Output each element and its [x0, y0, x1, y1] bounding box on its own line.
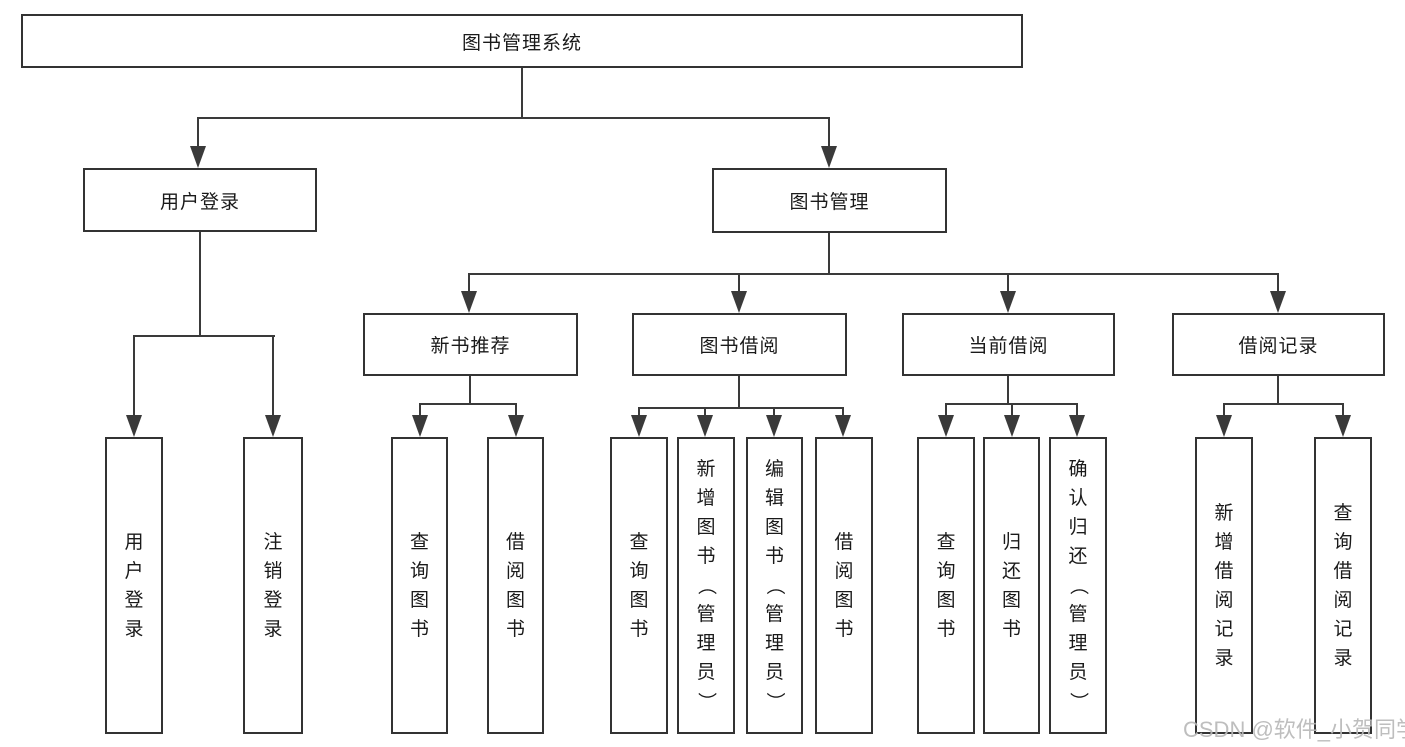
arrow-connector	[1069, 403, 1085, 437]
connector-line	[828, 233, 830, 273]
arrow-connector	[697, 407, 713, 437]
connector-line	[1007, 376, 1009, 403]
arrow-connector	[1335, 403, 1351, 437]
node-current-borrow: 当前借阅	[902, 313, 1115, 376]
node-book-borrow: 图书借阅	[632, 313, 847, 376]
arrow-connector	[766, 407, 782, 437]
node-new-book-recommend: 新书推荐	[363, 313, 578, 376]
arrow-connector	[1270, 273, 1286, 313]
node-borrow-records: 借阅记录	[1172, 313, 1385, 376]
leaf-nbr-borrow-books: 借阅图书	[487, 437, 544, 734]
connector-line	[469, 376, 471, 403]
arrow-connector	[1216, 403, 1232, 437]
arrow-connector	[1004, 403, 1020, 437]
arrow-connector	[126, 335, 142, 437]
node-book-management: 图书管理	[712, 168, 947, 233]
node-library-management-system: 图书管理系统	[21, 14, 1023, 68]
arrow-connector	[508, 403, 524, 437]
arrow-connector	[1000, 273, 1016, 313]
leaf-cb-confirm-return-admin: 确认归还（管理员）	[1049, 437, 1107, 734]
arrow-connector	[190, 117, 206, 168]
connector-line	[1277, 376, 1279, 403]
arrow-connector	[938, 403, 954, 437]
connector-line	[419, 403, 517, 405]
arrow-connector	[461, 273, 477, 313]
arrow-connector	[631, 407, 647, 437]
leaf-br-add-borrow-record: 新增借阅记录	[1195, 437, 1253, 734]
arrow-connector	[821, 117, 837, 168]
watermark: CSDN @软件_小贺同学	[1183, 717, 1405, 742]
connector-line	[638, 407, 844, 409]
arrow-connector	[731, 273, 747, 313]
leaf-bb-edit-books-admin: 编辑图书（管理员）	[746, 437, 803, 734]
leaf-bb-borrow-books: 借阅图书	[815, 437, 873, 734]
leaf-br-query-borrow-record: 查询借阅记录	[1314, 437, 1372, 734]
leaf-bb-query-books: 查询图书	[610, 437, 668, 734]
arrow-connector	[412, 403, 428, 437]
leaf-cb-return-books: 归还图书	[983, 437, 1040, 734]
arrow-connector	[835, 407, 851, 437]
leaf-cb-query-books: 查询图书	[917, 437, 975, 734]
connector-line	[468, 273, 1279, 275]
leaf-user-login: 用户登录	[105, 437, 163, 734]
connector-line	[1223, 403, 1344, 405]
leaf-logout: 注销登录	[243, 437, 303, 734]
connector-line	[199, 232, 201, 335]
connector-line	[738, 376, 740, 407]
node-user-login: 用户登录	[83, 168, 317, 232]
connector-line	[521, 68, 523, 117]
connector-line	[133, 335, 275, 337]
leaf-bb-add-books-admin: 新增图书（管理员）	[677, 437, 735, 734]
arrow-connector	[265, 335, 281, 437]
connector-line	[198, 117, 830, 119]
leaf-nbr-query-books: 查询图书	[391, 437, 448, 734]
